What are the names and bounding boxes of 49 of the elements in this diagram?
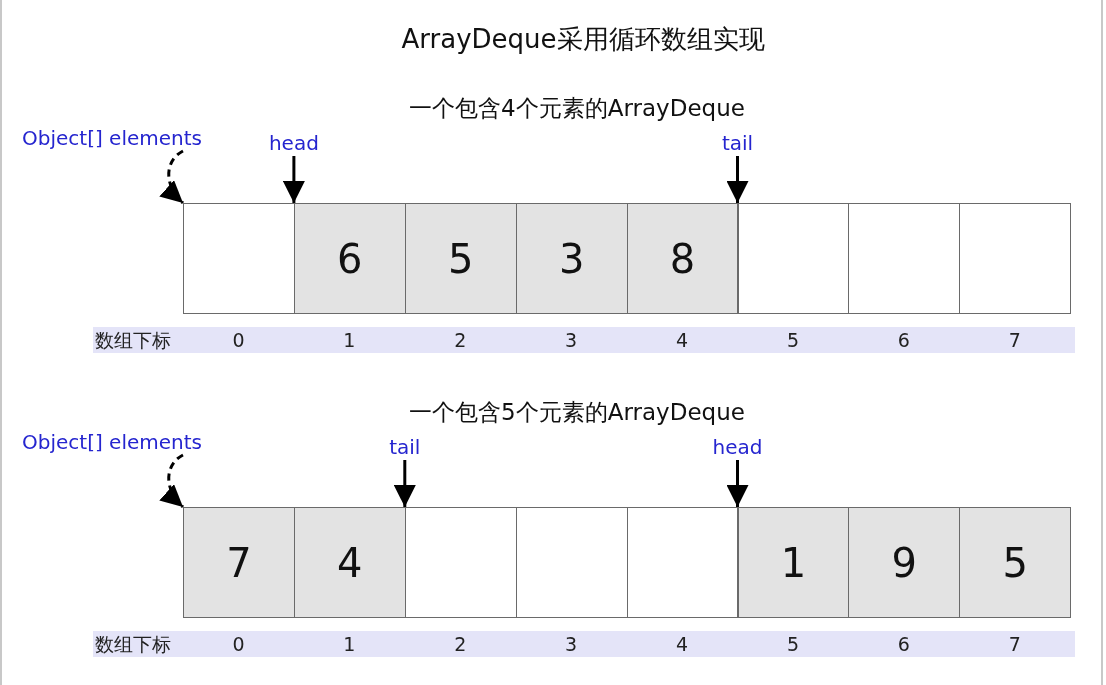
dashed-arrow: [159, 149, 185, 205]
dashed-arrow: [159, 453, 185, 509]
row-header: 数组下标: [95, 632, 171, 657]
array-cell: 8: [626, 203, 739, 314]
array-cell: 3: [515, 203, 628, 314]
pointer-label: head: [268, 131, 319, 155]
array-caption: 一个包含4个元素的ArrayDeque: [409, 94, 745, 122]
pointer-label: Object[] elements: [22, 126, 202, 150]
array-cell: [848, 203, 961, 314]
pointer-label: Object[] elements: [22, 430, 202, 454]
index-number: 3: [565, 328, 578, 353]
index-number: 7: [1008, 632, 1021, 657]
pointer-label: head: [712, 435, 763, 459]
index-number: 1: [343, 632, 356, 657]
array-cell: [959, 203, 1072, 314]
index-number: 2: [454, 632, 467, 657]
index-number: 6: [897, 632, 910, 657]
array-cell: 4: [293, 507, 406, 618]
array-cell: 5: [404, 203, 517, 314]
array-caption: 一个包含5个元素的ArrayDeque: [409, 398, 745, 426]
index-number: 0: [232, 632, 245, 657]
array-cell: 7: [183, 507, 295, 618]
index-number: 5: [786, 632, 799, 657]
index-number: 7: [1008, 328, 1021, 353]
array-cell: [183, 203, 295, 314]
index-number: 0: [232, 328, 245, 353]
arrow: [726, 460, 749, 507]
array-cell: 1: [737, 507, 850, 618]
array-cell: 6: [293, 203, 406, 314]
diagram-title: ArrayDeque采用循环数组实现: [401, 24, 765, 55]
array-cell: [737, 203, 850, 314]
row-header: 数组下标: [95, 328, 171, 353]
array-cell: [626, 507, 739, 618]
arrow: [282, 156, 305, 203]
index-number: 5: [786, 328, 799, 353]
index-number: 2: [454, 328, 467, 353]
index-number: 4: [676, 328, 689, 353]
array-cell: [515, 507, 628, 618]
array-cell: [404, 507, 517, 618]
pointer-label: tail: [389, 435, 421, 459]
index-number: 1: [343, 328, 356, 353]
index-number: 4: [676, 632, 689, 657]
index-number: 3: [565, 632, 578, 657]
pointer-label: tail: [721, 131, 754, 155]
array-cell: 5: [959, 507, 1072, 618]
index-number: 6: [897, 328, 910, 353]
arrow: [726, 156, 749, 203]
array-cell: 9: [848, 507, 961, 618]
arrow: [393, 460, 416, 507]
